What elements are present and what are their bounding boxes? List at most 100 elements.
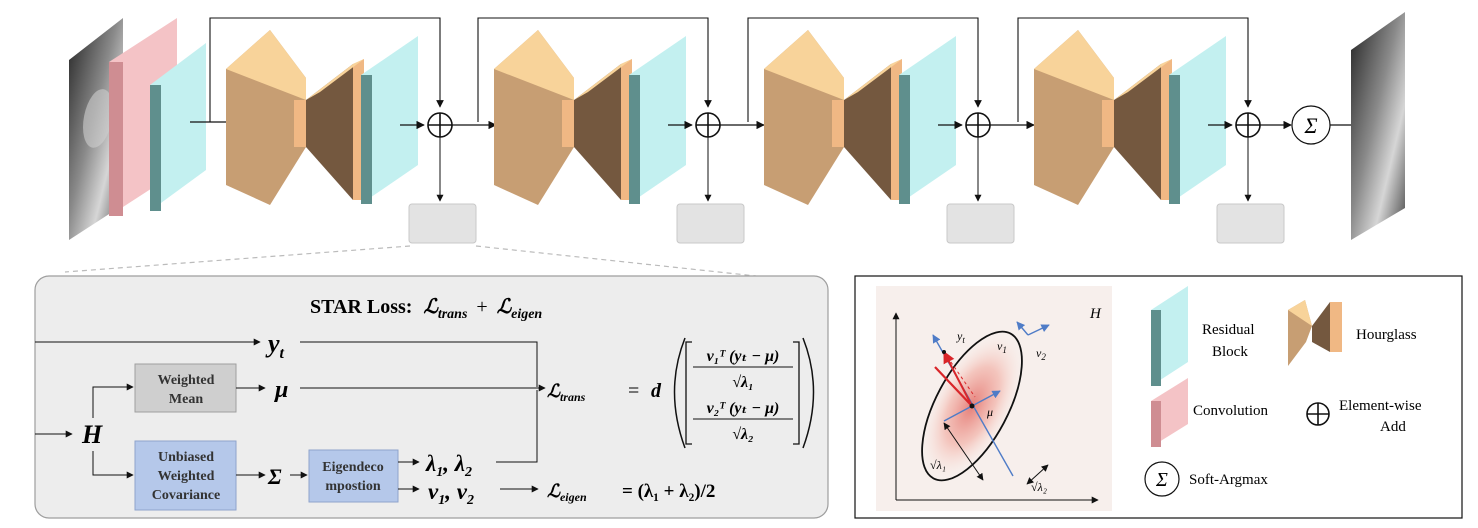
heatmap-v1-label: v1 <box>997 339 1007 355</box>
output-face-image <box>1351 12 1405 240</box>
hourglass-encoder-top <box>764 30 844 100</box>
legend-softargmax-label: Soft-Argmax <box>1189 472 1268 488</box>
weighted-mean-label-2: Mean <box>169 392 203 407</box>
legend-softargmax-icon <box>1144 461 1180 497</box>
hourglass-decoder-top <box>574 59 632 100</box>
mu-point <box>969 403 975 409</box>
hourglass-decoder <box>844 64 891 200</box>
heatmap-v2-label: v2 <box>1036 346 1046 362</box>
legend-convolution-label: Convolution <box>1193 403 1269 419</box>
heatmap-sqrt-l2: √λ₂ <box>1031 480 1047 494</box>
skip-connection <box>209 17 444 122</box>
left-paren <box>673 337 686 449</box>
left-bracket <box>685 341 692 445</box>
heatmap-yt-label: yt <box>956 329 965 345</box>
hourglass-decoder <box>574 64 621 200</box>
equals-sign: = <box>628 380 639 402</box>
sqrt-lambda2-arrow <box>1026 464 1049 485</box>
residual-block-side <box>1169 75 1180 204</box>
yt-point <box>942 350 946 354</box>
frac2-denominator: √λ₂ <box>732 426 753 443</box>
Sigma-symbol: Σ <box>267 464 282 489</box>
legend-residual-label-2: Block <box>1212 344 1248 360</box>
mu-symbol: μ <box>273 377 288 403</box>
legend-softargmax-symbol: Σ <box>1155 469 1168 491</box>
residual-block-front <box>361 36 418 204</box>
heatmap-sqrt-l1: √λ₁ <box>930 458 946 472</box>
legend-elementwise-add-icon <box>1306 402 1330 426</box>
principal-axis-v2 <box>971 390 1001 407</box>
heatmap-H-label: H <box>1089 306 1102 322</box>
softargmax-symbol: Σ <box>1303 113 1317 138</box>
legend-hourglass-label: Hourglass <box>1356 327 1417 343</box>
heatmap-output-box <box>408 203 477 244</box>
eigen-label-2: mpostion <box>325 479 380 494</box>
star-loss-title: STAR Loss: ℒtrans + ℒeigen <box>310 296 542 323</box>
residual-vector <box>943 350 973 407</box>
line <box>300 341 538 387</box>
unbiased-label-2: Weighted <box>158 469 215 484</box>
skip-connection <box>477 17 712 122</box>
legend-elementwise-label-1: Element-wise <box>1339 398 1422 414</box>
yt-symbol: yt <box>265 329 285 362</box>
arrow <box>92 383 134 418</box>
eigen-label-1: Eigendeco <box>322 460 383 475</box>
residual-block-side <box>361 75 372 204</box>
hourglass-stages <box>209 17 1292 244</box>
sqrt-lambda1-arrow <box>943 422 984 481</box>
residual-block-side <box>629 75 640 204</box>
residual-block-side <box>899 75 910 204</box>
legend-elementwise-label-2: Add <box>1380 419 1406 435</box>
right-bracket <box>793 341 800 445</box>
covariance-ellipse <box>921 330 1023 482</box>
v1-axis-icon <box>1016 321 1029 336</box>
legend-hourglass-icon <box>1288 300 1342 366</box>
heatmap-output-box <box>676 203 745 244</box>
arrow <box>92 451 134 479</box>
residual-block-front <box>1169 36 1226 204</box>
hourglass-bottleneck <box>294 100 306 147</box>
zoom-line-right <box>475 245 757 277</box>
residual-block-front <box>629 36 686 204</box>
eigendecomposition-box <box>308 449 399 503</box>
projection-v1 <box>934 366 973 407</box>
unbiased-weighted-covariance-box <box>134 440 237 511</box>
leigen-rhs: = (λ₁ + λ₂)/2 <box>622 481 715 502</box>
hourglass-encoder-top <box>494 30 574 100</box>
hourglass-decoder-top <box>1114 59 1172 100</box>
hourglass-bottleneck <box>832 100 844 147</box>
right-paren <box>802 337 815 449</box>
hourglass-encoder-top <box>226 30 306 100</box>
hourglass-decoder-top <box>306 59 364 100</box>
principal-axis-v2-neg <box>943 405 973 422</box>
frac1-numerator: v₁ᵀ (yₜ − μ) <box>707 348 780 365</box>
zoom-line-left <box>64 245 411 273</box>
legend-residual-icon <box>1151 286 1188 386</box>
skip-connection <box>747 17 982 122</box>
H-symbol: H <box>81 420 103 449</box>
hourglass-decoder-top <box>844 59 902 100</box>
weighted-mean-box <box>134 363 237 413</box>
residual-block-front <box>899 36 956 204</box>
legend-residual-label-1: Residual <box>1202 322 1255 338</box>
input-residual-block <box>150 43 206 211</box>
heatmap-mu-label: μ <box>986 405 993 419</box>
lambda-symbols: λ1, λ2 <box>425 451 472 480</box>
frac1-denominator: √λ₁ <box>732 374 753 391</box>
heatmap-output-box <box>1216 203 1285 244</box>
hourglass-decoder <box>306 64 353 200</box>
hourglass-encoder-top <box>1034 30 1114 100</box>
hourglass-decoder <box>1114 64 1161 200</box>
legend-convolution-icon <box>1151 378 1188 447</box>
line <box>496 390 538 463</box>
v-symbols: v1, v2 <box>428 479 474 508</box>
leigen-lhs: ℒeigen <box>547 481 587 504</box>
hourglass-bottleneck <box>562 100 574 147</box>
heatmap-output-box <box>946 203 1015 244</box>
skip-connection <box>1017 17 1252 122</box>
distance-d: d <box>651 380 662 402</box>
frac2-numerator: v₂ᵀ (yₜ − μ) <box>707 400 780 417</box>
unbiased-label-3: Covariance <box>152 488 220 503</box>
